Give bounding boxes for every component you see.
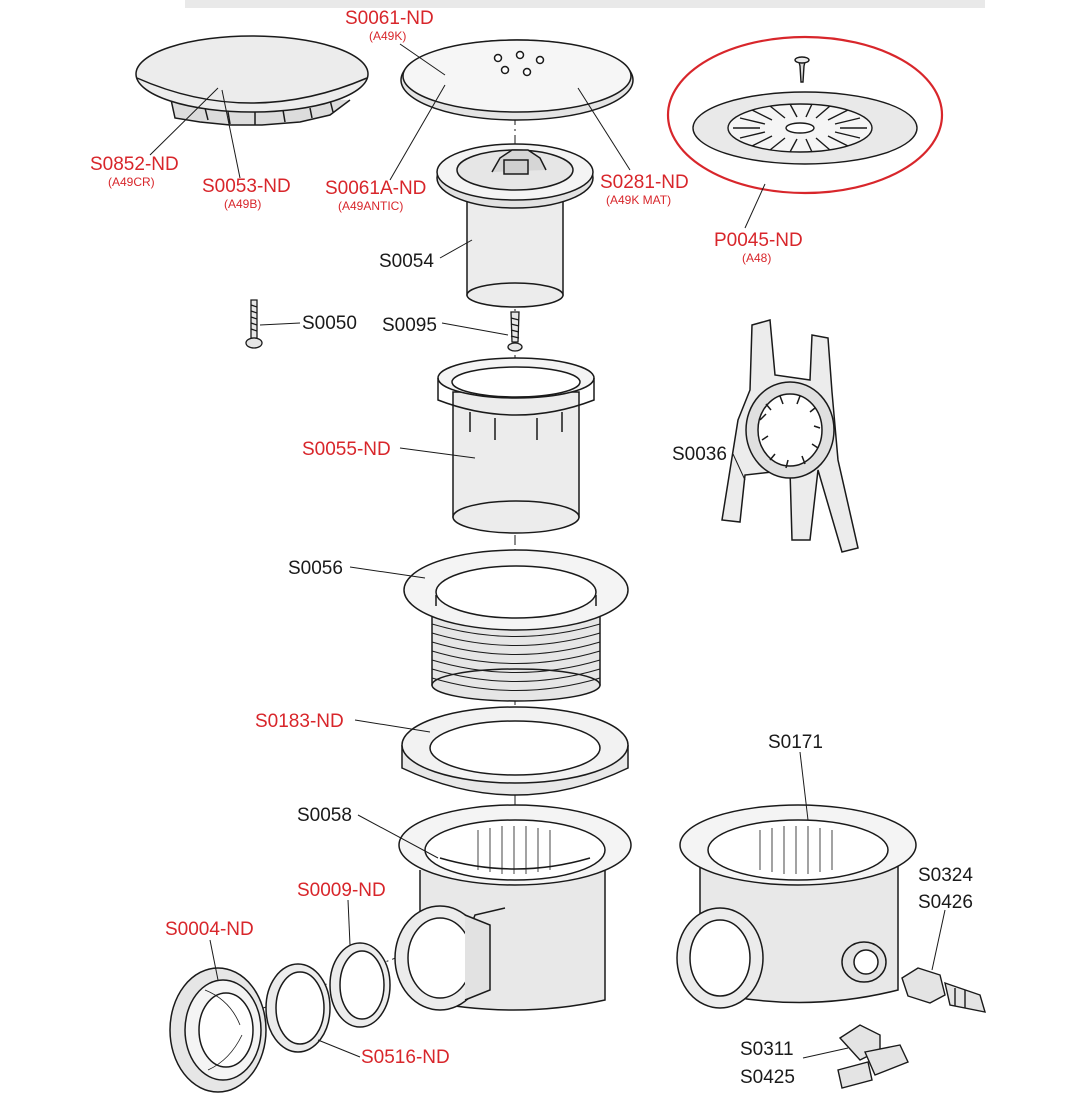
fitting-s0324-part	[902, 968, 985, 1012]
seal-s0183-part	[402, 707, 628, 795]
elbow-s0311-part	[838, 1025, 908, 1088]
top-shadow-bar	[185, 0, 985, 8]
leader-s0516	[317, 1039, 361, 1058]
leader-s0036	[732, 453, 746, 481]
label-s0009-nd: S0009-ND	[297, 880, 386, 901]
leader-s0171	[799, 751, 809, 821]
label-s0061-nd: S0061-ND	[345, 8, 434, 29]
grate-p0045-part	[693, 57, 917, 164]
cover-s0852-part	[136, 36, 368, 125]
leader-s0055	[399, 447, 476, 459]
label-s0852-nd: S0852-ND	[90, 154, 179, 175]
label-s0426: S0426	[918, 892, 973, 913]
label-s0095: S0095	[382, 315, 437, 336]
leader-s0056	[349, 566, 426, 579]
leader-s0852	[149, 87, 219, 156]
label-s0852-nd-sub: (A49CR)	[108, 175, 155, 189]
label-s0324: S0324	[918, 865, 973, 886]
sleeve-s0054-part	[437, 144, 593, 307]
label-s0053-nd-sub: (A49B)	[224, 197, 261, 211]
label-s0050: S0050	[302, 313, 357, 334]
label-s0183-nd: S0183-ND	[255, 711, 344, 732]
label-s0056: S0056	[288, 558, 343, 579]
leader-s0095	[441, 322, 509, 336]
label-s0516-nd: S0516-ND	[361, 1047, 450, 1068]
label-s0054: S0054	[379, 251, 434, 272]
drain-body-s0171-part	[677, 805, 916, 1008]
leader-p0045	[744, 183, 766, 229]
screw-s0095-part	[508, 312, 522, 351]
label-s0281-nd-sub: (A49K MAT)	[606, 193, 671, 207]
label-s0061a-nd-sub: (A49ANTIC)	[338, 199, 403, 213]
cover-s0061-part	[401, 40, 633, 120]
leader-s0324	[931, 909, 946, 971]
nut-s0004-part	[170, 968, 266, 1092]
leader-lines	[149, 43, 946, 1059]
leader-s0050	[259, 322, 301, 326]
ring-s0009-part	[330, 943, 390, 1027]
leader-s0004	[209, 939, 219, 981]
part-labels: S0061-ND (A49K) S0852-ND (A49CR) S0053-N…	[90, 8, 973, 1088]
leader-s0058	[357, 814, 439, 859]
label-s0058: S0058	[297, 805, 352, 826]
screw-s0050-part	[246, 300, 262, 348]
label-s0004-nd: S0004-ND	[165, 919, 254, 940]
leader-s0183	[354, 719, 431, 733]
label-p0045-nd: P0045-ND	[714, 230, 803, 251]
label-s0055-nd: S0055-ND	[302, 439, 391, 460]
leader-s0009	[347, 899, 351, 946]
flange-s0056-part	[404, 550, 628, 701]
leader-s0061	[399, 43, 446, 76]
wrench-s0036-part	[722, 320, 858, 552]
leader-s0281	[577, 87, 631, 171]
label-s0036: S0036	[672, 444, 727, 465]
leader-s0311	[802, 1047, 849, 1059]
basket-s0055-part	[438, 358, 594, 533]
label-s0171: S0171	[768, 732, 823, 753]
leader-s0054	[439, 239, 473, 259]
label-s0061-nd-sub: (A49K)	[369, 29, 406, 43]
label-s0281-nd: S0281-ND	[600, 172, 689, 193]
label-s0311: S0311	[740, 1039, 794, 1060]
drain-body-s0058-part	[395, 805, 631, 1010]
p0045-highlight-circle	[666, 35, 944, 195]
leader-s0053	[221, 89, 241, 179]
leader-s0061a	[389, 84, 446, 181]
label-s0061a-nd: S0061A-ND	[325, 178, 426, 199]
label-p0045-nd-sub: (A48)	[742, 251, 771, 265]
ring-s0516-part	[266, 964, 330, 1052]
label-s0425: S0425	[740, 1067, 795, 1088]
label-s0053-nd: S0053-ND	[202, 176, 291, 197]
